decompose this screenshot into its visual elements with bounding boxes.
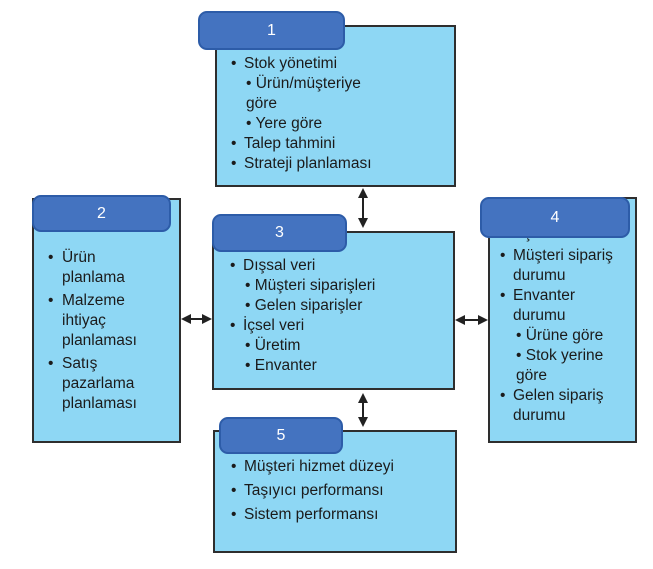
arrow-head-left <box>455 315 465 325</box>
bullet-icon: • <box>516 347 526 364</box>
bullet-item-level-2: • Envanter <box>245 357 317 374</box>
box-5-tab: 5 <box>219 417 343 454</box>
double-arrow-box2-box3-icon <box>181 314 212 324</box>
bullet-item-level-1: Gelen sipariş durumu <box>498 386 625 426</box>
bullet-item-level-2: • Üretim <box>245 337 301 354</box>
box-3-items: Dışsal veri• Müşteri siparişleri • Gelen … <box>228 256 442 376</box>
arrow-head-down <box>358 417 368 427</box>
arrow-head-up <box>358 393 368 403</box>
arrow-head-up <box>358 188 368 198</box>
box-2-tab-number: 2 <box>97 204 106 222</box>
arrow-head-down <box>358 218 368 228</box>
bullet-icon: • <box>245 357 255 374</box>
box-3-data: Dışsal veri• Müşteri siparişleri • Gelen … <box>212 231 455 390</box>
bullet-item-level-1: Müşteri hizmet düzeyi <box>229 457 451 477</box>
box-5-tab-number: 5 <box>276 426 286 444</box>
bullet-item-level-1: Taşıyıcı performansı <box>229 481 451 501</box>
bullet-item-level-1: Envanter durumu <box>498 286 625 326</box>
bullet-item-level-1: Stok yönetimi <box>229 54 379 74</box>
box-3-tab: 3 <box>212 214 347 252</box>
bullet-item-level-1: Satış pazarlama planlaması <box>46 354 157 414</box>
arrow-head-left <box>181 314 191 324</box>
bullet-item-level-2: • Stok yerine göre <box>516 347 604 384</box>
bullet-icon: • <box>245 337 255 354</box>
bullet-item-level-1: Ürün planlama <box>46 248 157 288</box>
box-1-tab-number: 1 <box>267 21 276 39</box>
bullet-item-level-2: • Ürüne göre <box>516 327 604 344</box>
bullet-icon: • <box>246 115 256 132</box>
bullet-item-level-1: Sistem performansı <box>229 505 451 525</box>
bullet-item-level-1: Dışsal veri <box>228 256 442 276</box>
box-4-tab-number: 4 <box>550 208 560 226</box>
bullet-item-level-1: Talep tahmini <box>229 134 379 154</box>
box-4-status: İletişim Müşteri sipariş durumuEnvanter … <box>488 197 637 443</box>
box-2-items: Ürün planlamaMalzeme ihtiyaç planlamasıS… <box>46 248 157 414</box>
bullet-icon: • <box>245 297 255 314</box>
bullet-item-level-2: • Müşteri siparişleri <box>245 277 376 294</box>
box-2-product-planning: Ürün planlamaMalzeme ihtiyaç planlamasıS… <box>32 198 181 443</box>
bullet-icon: • <box>245 277 255 294</box>
arrow-head-right <box>202 314 212 324</box>
bullet-icon: • <box>516 327 526 344</box>
bullet-icon: • <box>246 75 256 92</box>
double-arrow-box3-box5-icon <box>358 393 368 427</box>
double-arrow-box3-box4-icon <box>455 315 488 325</box>
bullet-item-level-2: • Gelen siparişler <box>245 297 363 314</box>
double-arrow-box1-box3-icon <box>358 188 368 228</box>
bullet-item-level-1: Müşteri sipariş durumu <box>498 246 625 286</box>
box-1-items: Stok yönetimi• Ürün/müşteriye göre • Yere… <box>229 54 379 174</box>
box-5-items: Müşteri hizmet düzeyiTaşıyıcı performans… <box>229 457 451 525</box>
arrow-head-right <box>478 315 488 325</box>
bullet-item-level-1: Malzeme ihtiyaç planlaması <box>46 291 157 351</box>
bullet-item-level-1: İçsel veri <box>228 316 442 336</box>
box-1-tab: 1 <box>198 11 345 50</box>
box-2-tab: 2 <box>32 195 171 232</box>
box-4-items: Müşteri sipariş durumuEnvanter durumu• Ü… <box>498 246 625 426</box>
bullet-item-level-1: Strateji planlaması <box>229 154 379 174</box>
bullet-item-level-2: • Ürün/müşteriye göre <box>246 75 361 112</box>
box-4-tab: 4 <box>480 197 630 238</box>
bullet-item-level-2: • Yere göre <box>246 115 323 132</box>
box-3-tab-number: 3 <box>275 224 284 241</box>
box-1-planning: Stok yönetimi• Ürün/müşteriye göre • Yere… <box>215 25 456 187</box>
